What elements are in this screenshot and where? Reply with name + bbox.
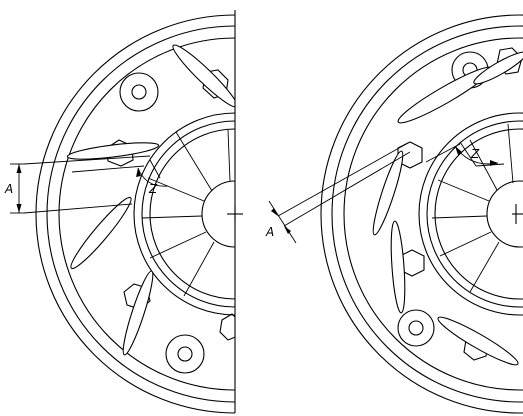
right-dimension-a bbox=[268, 200, 297, 244]
left-outer-ring bbox=[35, 14, 235, 414]
right-leader-line bbox=[425, 143, 461, 163]
left-blade-middle bbox=[70, 196, 132, 270]
right-angle-arrow-b bbox=[490, 160, 498, 166]
left-dimension-a-label: A bbox=[4, 182, 13, 196]
left-blade-upper bbox=[66, 142, 160, 160]
right-full-view: A Z bbox=[265, 14, 523, 414]
left-extension-line-bottom bbox=[23, 203, 133, 214]
left-flange-ring bbox=[58, 37, 235, 391]
left-hex-boss-mid bbox=[106, 139, 134, 167]
left-blade-top bbox=[172, 44, 235, 108]
right-outer-ring-inner bbox=[331, 25, 523, 403]
left-angle-arrow bbox=[136, 168, 141, 177]
right-inner-ring bbox=[426, 120, 523, 308]
right-flange-ring bbox=[343, 37, 523, 391]
left-blade-lower bbox=[122, 270, 154, 356]
right-inner-ring-outer bbox=[418, 112, 523, 316]
left-outer-ring-inner bbox=[46, 25, 235, 403]
left-hub bbox=[201, 180, 235, 248]
left-hex-boss-low bbox=[123, 283, 151, 310]
right-extension-line-top bbox=[277, 142, 409, 217]
left-inner-ring-inner bbox=[149, 128, 235, 300]
right-dimension-a-label: A bbox=[265, 225, 274, 239]
right-blades bbox=[372, 51, 523, 366]
right-blade-top-small bbox=[473, 51, 523, 85]
left-bolt-bottom bbox=[165, 334, 205, 374]
right-blade-top bbox=[397, 66, 493, 124]
right-blade-lower bbox=[437, 316, 519, 366]
left-angle-z-label: Z bbox=[148, 182, 158, 196]
left-leader-line bbox=[71, 165, 145, 173]
left-inner-ring-outer bbox=[133, 112, 235, 316]
left-extension-line-top bbox=[23, 155, 151, 165]
right-angle-z-label: Z bbox=[470, 147, 480, 161]
right-blade-middle bbox=[390, 220, 406, 314]
left-bolt-top bbox=[119, 72, 159, 112]
left-hex-boss-right bbox=[219, 313, 235, 341]
right-angle-line bbox=[459, 141, 477, 167]
left-dimension-a bbox=[10, 163, 24, 214]
left-blades bbox=[66, 44, 235, 356]
right-bolt-bottom bbox=[397, 309, 435, 347]
right-inner-ring-inner bbox=[434, 128, 523, 300]
right-extension-line-bottom bbox=[283, 151, 411, 227]
left-inner-ring bbox=[141, 120, 235, 308]
right-blade-upper bbox=[372, 150, 404, 236]
right-angle-arrow-a bbox=[455, 146, 462, 155]
left-half-view: A Z bbox=[4, 10, 236, 414]
right-hub bbox=[486, 180, 523, 248]
left-spokes bbox=[141, 129, 231, 297]
left-angle-line bbox=[149, 159, 161, 179]
left-angle-arc bbox=[137, 167, 169, 187]
right-outer-ring bbox=[320, 14, 523, 414]
right-spokes bbox=[431, 123, 514, 293]
